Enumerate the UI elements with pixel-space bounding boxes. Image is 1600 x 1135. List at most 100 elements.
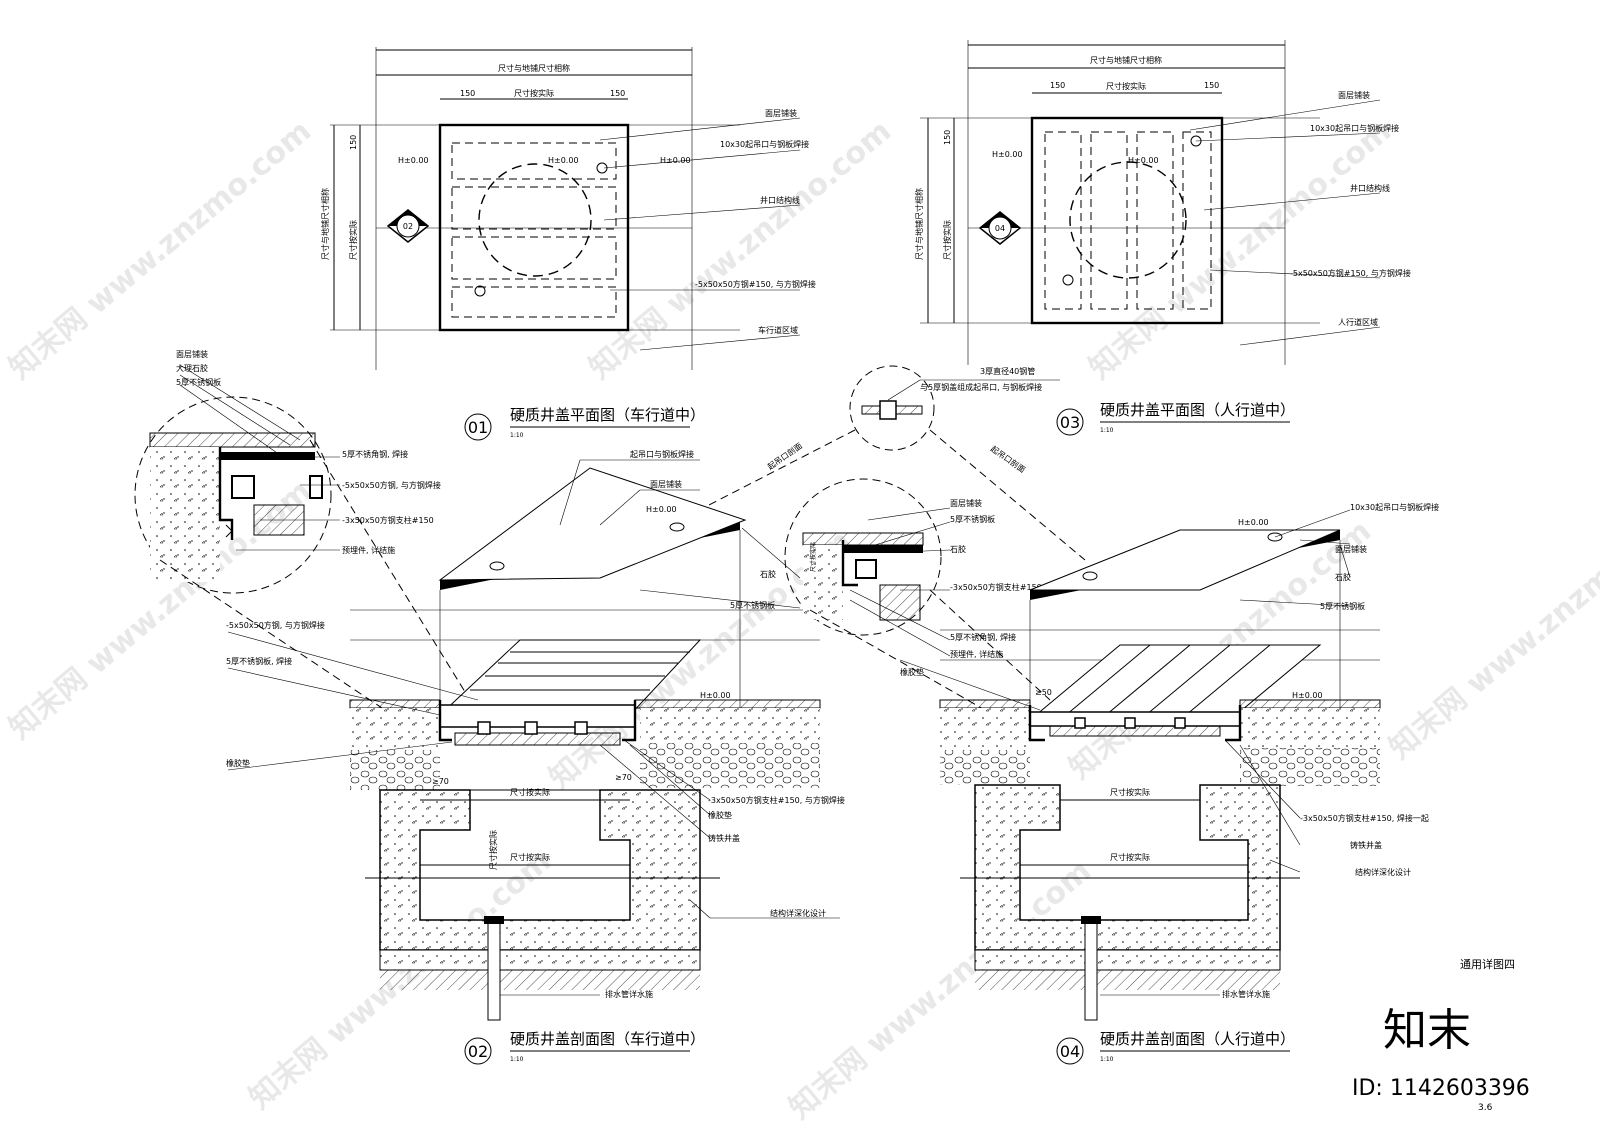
- callout: 3厚直径40钢管: [980, 366, 1035, 376]
- callout: 井口结构线: [1350, 183, 1390, 193]
- elev-right: H±0.00: [660, 156, 691, 165]
- callout: 大理石胶: [176, 363, 208, 373]
- dim-side-inner: 尺寸按实际: [348, 220, 358, 260]
- view-scale: 1:10: [1100, 427, 1114, 434]
- callout: 面层铺装: [1335, 544, 1367, 554]
- dim-150-right: 150: [610, 89, 625, 98]
- dim-150-left: 150: [1050, 81, 1065, 90]
- dim-side-inner: 尺寸按实际: [942, 220, 952, 260]
- view-number: 03: [1060, 413, 1080, 432]
- callout: 10x30起吊口与钢板焊接: [1350, 502, 1439, 512]
- callout: 橡胶垫: [900, 667, 924, 677]
- watermark-layer: 知末网 www.znzmo.com 知末网 www.znzmo.com 知末网 …: [3, 114, 1600, 1127]
- dim-ge50: ≥50: [1035, 688, 1052, 697]
- view-03-plan: 尺寸与地铺尺寸相称 尺寸按实际 150 150 尺寸与地铺尺寸相称 尺寸按实际 …: [914, 40, 1411, 436]
- dim-label: 尺寸按实际: [510, 852, 550, 862]
- dim-outer-label: 尺寸与地铺尺寸相称: [1090, 55, 1162, 65]
- elev-center: H±0.00: [1128, 156, 1159, 165]
- section-label: 起吊口剖面: [765, 441, 804, 472]
- dim-ge70: ≥70: [432, 777, 449, 786]
- elev-center: H±0.00: [548, 156, 579, 165]
- view-title: 硬质井盖剖面图（车行道中）: [510, 1030, 705, 1048]
- callout: 面层铺装: [176, 349, 208, 359]
- callout: 结构详深化设计: [1355, 867, 1411, 877]
- dim-ge70: ≥70: [615, 773, 632, 782]
- dim-side-outer: 尺寸与地铺尺寸相称: [914, 188, 924, 260]
- view-04-section: H±0.00 10x30起吊口与钢板焊接 面层铺装 石胶 5厚不锈钢板 H±0.…: [939, 502, 1439, 1065]
- elev-top: H±0.00: [646, 505, 677, 514]
- callout: 5厚不锈角钢, 焊接: [950, 632, 1016, 642]
- callout: 起吊口与钢板焊接: [630, 449, 694, 459]
- section-mark: 02: [403, 222, 413, 231]
- section-label: 起吊口剖面: [989, 443, 1028, 474]
- view-scale: 1:10: [510, 1056, 524, 1063]
- dim-150-side: 150: [943, 130, 952, 145]
- callout: 5厚不锈钢板: [1320, 601, 1365, 611]
- callout: -3x50x50方钢支柱#150, 与方钢焊接: [708, 795, 845, 805]
- callout: -3x50x50方钢支柱#150: [342, 515, 434, 525]
- watermark-text: 知末网 www.znzmo.com: [583, 114, 898, 387]
- callout: 铸铁井盖: [1350, 840, 1382, 850]
- callout: 5厚不锈角钢, 焊接: [342, 449, 408, 459]
- detail-mid-bubble: 尺寸按实际 面层铺装 5厚不锈钢板 石胶 -3x50x50方钢支柱#150 5厚…: [784, 478, 1051, 731]
- elev-top: H±0.00: [1238, 518, 1269, 527]
- detail-left-bubble: 面层铺装 大理石胶 5厚不锈钢板 5厚不锈角钢, 焊接 -5x50x50方钢, …: [134, 349, 471, 741]
- view-number: 02: [468, 1042, 488, 1061]
- callout: 人行道区域: [1338, 317, 1378, 327]
- callout: 5厚不锈钢板: [950, 514, 995, 524]
- view-scale: 1:10: [1100, 1056, 1114, 1063]
- callout: -5x50x50方钢, 与方钢焊接: [226, 620, 325, 630]
- callout: -5x50x50方钢#150, 与方钢焊接: [695, 279, 816, 289]
- view-number: 04: [1060, 1042, 1080, 1061]
- callout: 面层铺装: [650, 479, 682, 489]
- callout: 排水管详水施: [605, 989, 653, 999]
- callout: -3x50x50方钢支柱#150, 焊接一起: [1300, 813, 1429, 823]
- dim-side: 尺寸按实际: [809, 542, 817, 572]
- callout: 石胶: [950, 544, 966, 554]
- callout: 5厚不锈钢板, 焊接: [226, 656, 292, 666]
- dim-150-left: 150: [460, 89, 475, 98]
- callout: 橡胶垫: [708, 810, 732, 820]
- callout: 10x30起吊口与钢板焊接: [720, 139, 809, 149]
- section-mark: 04: [995, 224, 1005, 233]
- callout: 排水管详水施: [1222, 989, 1270, 999]
- id-text: ID: 1142603396: [1352, 1076, 1530, 1101]
- callout: 石胶: [760, 569, 776, 579]
- dim-150-side: 150: [349, 135, 358, 150]
- callout: -3x50x50方钢支柱#150: [950, 582, 1042, 592]
- dim-label: 尺寸按实际: [488, 830, 498, 870]
- callout: 石胶: [1335, 572, 1351, 582]
- view-scale: 1:10: [510, 432, 524, 439]
- dim-150-right: 150: [1204, 81, 1219, 90]
- view-number: 01: [468, 418, 488, 437]
- dim-inner-label: 尺寸按实际: [514, 88, 554, 98]
- callout: -5x50x50方钢, 与方钢焊接: [342, 480, 441, 490]
- callout: 面层铺装: [950, 498, 982, 508]
- dim-label: 尺寸按实际: [510, 787, 550, 797]
- elev-left: H±0.00: [398, 156, 429, 165]
- callout: 车行道区域: [758, 325, 798, 335]
- view-title: 硬质井盖剖面图（人行道中）: [1100, 1030, 1295, 1048]
- dim-label: 尺寸按实际: [1110, 852, 1150, 862]
- callout: 结构详深化设计: [770, 908, 826, 918]
- callout: 与5厚钢盖组成起吊口, 与钢板焊接: [920, 382, 1042, 392]
- callout: 面层铺装: [1338, 90, 1370, 100]
- view-title: 硬质井盖平面图（人行道中）: [1100, 401, 1295, 419]
- callout: 橡胶垫: [226, 758, 250, 768]
- page-number: 3.6: [1478, 1103, 1493, 1113]
- elev-ground: H±0.00: [1292, 691, 1323, 700]
- callout: 面层铺装: [765, 108, 797, 118]
- callout: 井口结构线: [760, 195, 800, 205]
- dim-outer-label: 尺寸与地铺尺寸相称: [498, 63, 570, 73]
- view-02-section: 起吊口与钢板焊接 面层铺装 石胶 5厚不锈钢板 H±0.00 H±0.00: [226, 449, 845, 1065]
- elev-left: H±0.00: [992, 150, 1023, 159]
- callout: 铸铁井盖: [708, 833, 740, 843]
- elev-ground: H±0.00: [700, 691, 731, 700]
- callout: 5厚不锈钢板: [730, 600, 775, 610]
- callout: -5x50x50方钢#150, 与方钢焊接: [1290, 268, 1411, 278]
- watermark-text: 知末网 www.znzmo.com: [3, 114, 318, 387]
- callout: 预埋件, 详结施: [950, 649, 1003, 659]
- dim-label: 尺寸按实际: [1110, 787, 1150, 797]
- dim-inner-label: 尺寸按实际: [1106, 81, 1146, 91]
